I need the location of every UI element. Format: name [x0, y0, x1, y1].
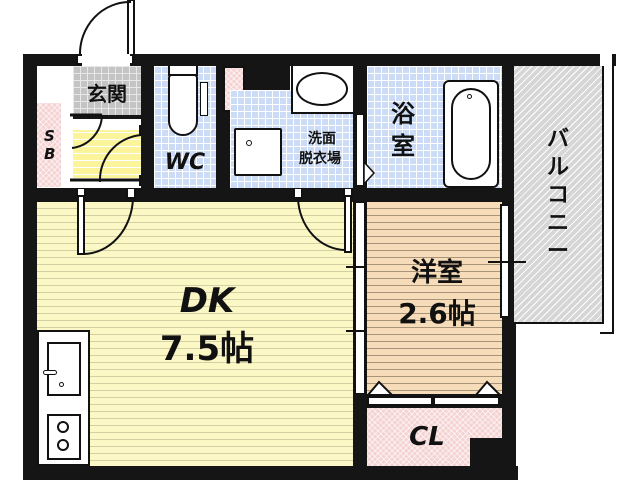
stove-icon — [47, 414, 81, 460]
sink-icon — [291, 66, 353, 114]
bath-door-arrow-icon — [364, 162, 376, 184]
wm-drain-icon — [246, 140, 252, 146]
sink-basin — [296, 72, 348, 106]
hall-wall — [60, 115, 141, 121]
dk-door-left-icon — [76, 188, 136, 255]
dk-door-right-icon — [293, 188, 353, 253]
balcony-label: バルコニー — [546, 127, 569, 264]
dk-label: DK — [179, 281, 235, 321]
kitchen-counter — [37, 330, 90, 466]
closet: CL — [367, 408, 502, 466]
genkan-label: 玄関 — [87, 82, 127, 106]
dk-size: 7.5帖 — [159, 329, 255, 369]
outer-wall-left — [23, 54, 37, 480]
hallway-strip-bottom — [73, 178, 141, 188]
drain-icon — [59, 382, 64, 387]
sliding-door-mark-1 — [346, 266, 376, 268]
bathtub-inner — [451, 88, 491, 180]
bathroom-label-2: 室 — [391, 132, 415, 160]
toilet-icon — [168, 74, 198, 136]
sliding-door[interactable] — [354, 202, 366, 394]
shoe-box: SB — [37, 103, 61, 187]
closet-door-right[interactable] — [433, 396, 500, 406]
closet-arrow-left-icon — [366, 380, 394, 396]
wc-label: WC — [164, 150, 206, 175]
sliding-door-mark-2 — [346, 330, 376, 332]
western-room-label: 洋室 — [410, 258, 463, 288]
wc-room: WC — [154, 66, 216, 188]
balcony-wall-top — [502, 54, 616, 66]
western-room-size: 2.6帖 — [398, 297, 476, 330]
shoe-box-label: SB — [44, 127, 56, 163]
bathtub-drain — [467, 94, 472, 99]
wall-horizontal-main — [23, 188, 363, 202]
burner-2 — [57, 439, 69, 451]
sb-back — [60, 114, 73, 192]
washroom-label-1: 洗面 — [308, 131, 336, 147]
paper-holder-icon — [200, 82, 208, 116]
wall-genkan-wc — [141, 54, 154, 204]
balcony: バルコニー — [514, 66, 604, 324]
wall-bath-bottom — [353, 188, 513, 202]
western-room: 洋室 2.6帖 — [367, 202, 502, 396]
window-mark — [488, 261, 526, 263]
washing-machine-icon — [234, 128, 282, 176]
closet-arrow-right-icon — [474, 380, 502, 396]
entrance-opening — [82, 54, 130, 66]
outer-wall-bottom — [23, 466, 518, 480]
bathtub-icon — [443, 80, 499, 188]
washroom-label-2: 脱衣場 — [299, 151, 341, 167]
bathroom: 浴 室 — [367, 66, 502, 188]
genkan-room: 玄関 — [73, 66, 141, 115]
closet-label: CL — [409, 422, 445, 452]
balcony-wall-lower — [502, 324, 516, 480]
bath-door[interactable] — [356, 114, 364, 186]
kitchen-sink-icon — [43, 342, 81, 396]
faucet-icon — [43, 370, 57, 375]
closet-corner — [470, 438, 502, 466]
bathroom-label-1: 浴 — [391, 100, 415, 128]
closet-door-left[interactable] — [367, 396, 433, 406]
hallway-strip-top — [73, 119, 141, 130]
burner-1 — [57, 421, 69, 433]
